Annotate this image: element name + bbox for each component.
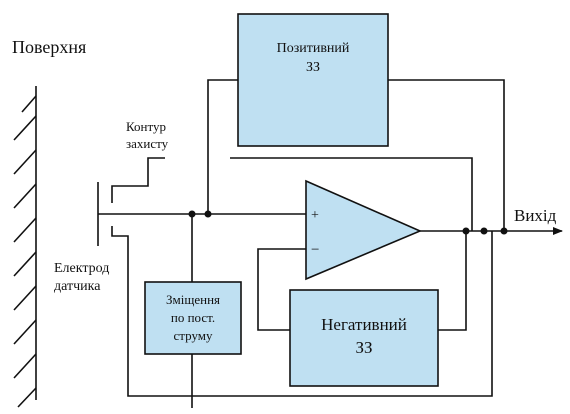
op-amp-plus-sign: +: [311, 208, 319, 223]
negative-feedback-output-wire: [438, 231, 467, 331]
surface-label: Поверхня: [12, 37, 86, 57]
positive-feedback-block: [237, 13, 389, 147]
guard-contour-label-line2: захисту: [126, 136, 169, 151]
negative-feedback-block: [289, 289, 439, 387]
junction-dot-guard: [480, 227, 488, 235]
output-label: Вихід: [514, 206, 557, 225]
junction-dot-bias: [188, 210, 196, 218]
op-amp-minus-sign: −: [311, 242, 319, 258]
junction-dot-negative: [462, 227, 470, 235]
junction-dot-positive-output: [500, 227, 508, 235]
guard-contour: [111, 157, 493, 397]
dc-bias-label-line2: по пост.: [171, 310, 215, 325]
negative-feedback-label-line2: ЗЗ: [355, 338, 372, 357]
guard-contour-label-line1: Контур: [126, 119, 166, 134]
op-amp-triangle: [305, 179, 423, 281]
negative-feedback-label-line1: Негативний: [321, 315, 407, 334]
negative-feedback-input-wire: [257, 248, 306, 331]
sensor-electrode-label-line1: Електрод: [54, 261, 109, 276]
dc-bias-label-line3: струму: [174, 328, 213, 343]
positive-feedback-label-line2: ЗЗ: [306, 60, 320, 75]
junction-dot-positive: [204, 210, 212, 218]
dc-bias-label-line1: Зміщення: [166, 292, 220, 307]
positive-feedback-input-wire: [207, 79, 238, 214]
sensor-electrode-label-line2: датчика: [54, 279, 101, 294]
dc-bias-block: [144, 281, 242, 355]
positive-feedback-output-wire: [388, 79, 505, 231]
positive-feedback-label-line1: Позитивний: [277, 41, 350, 56]
surface-hatching: [13, 86, 37, 408]
